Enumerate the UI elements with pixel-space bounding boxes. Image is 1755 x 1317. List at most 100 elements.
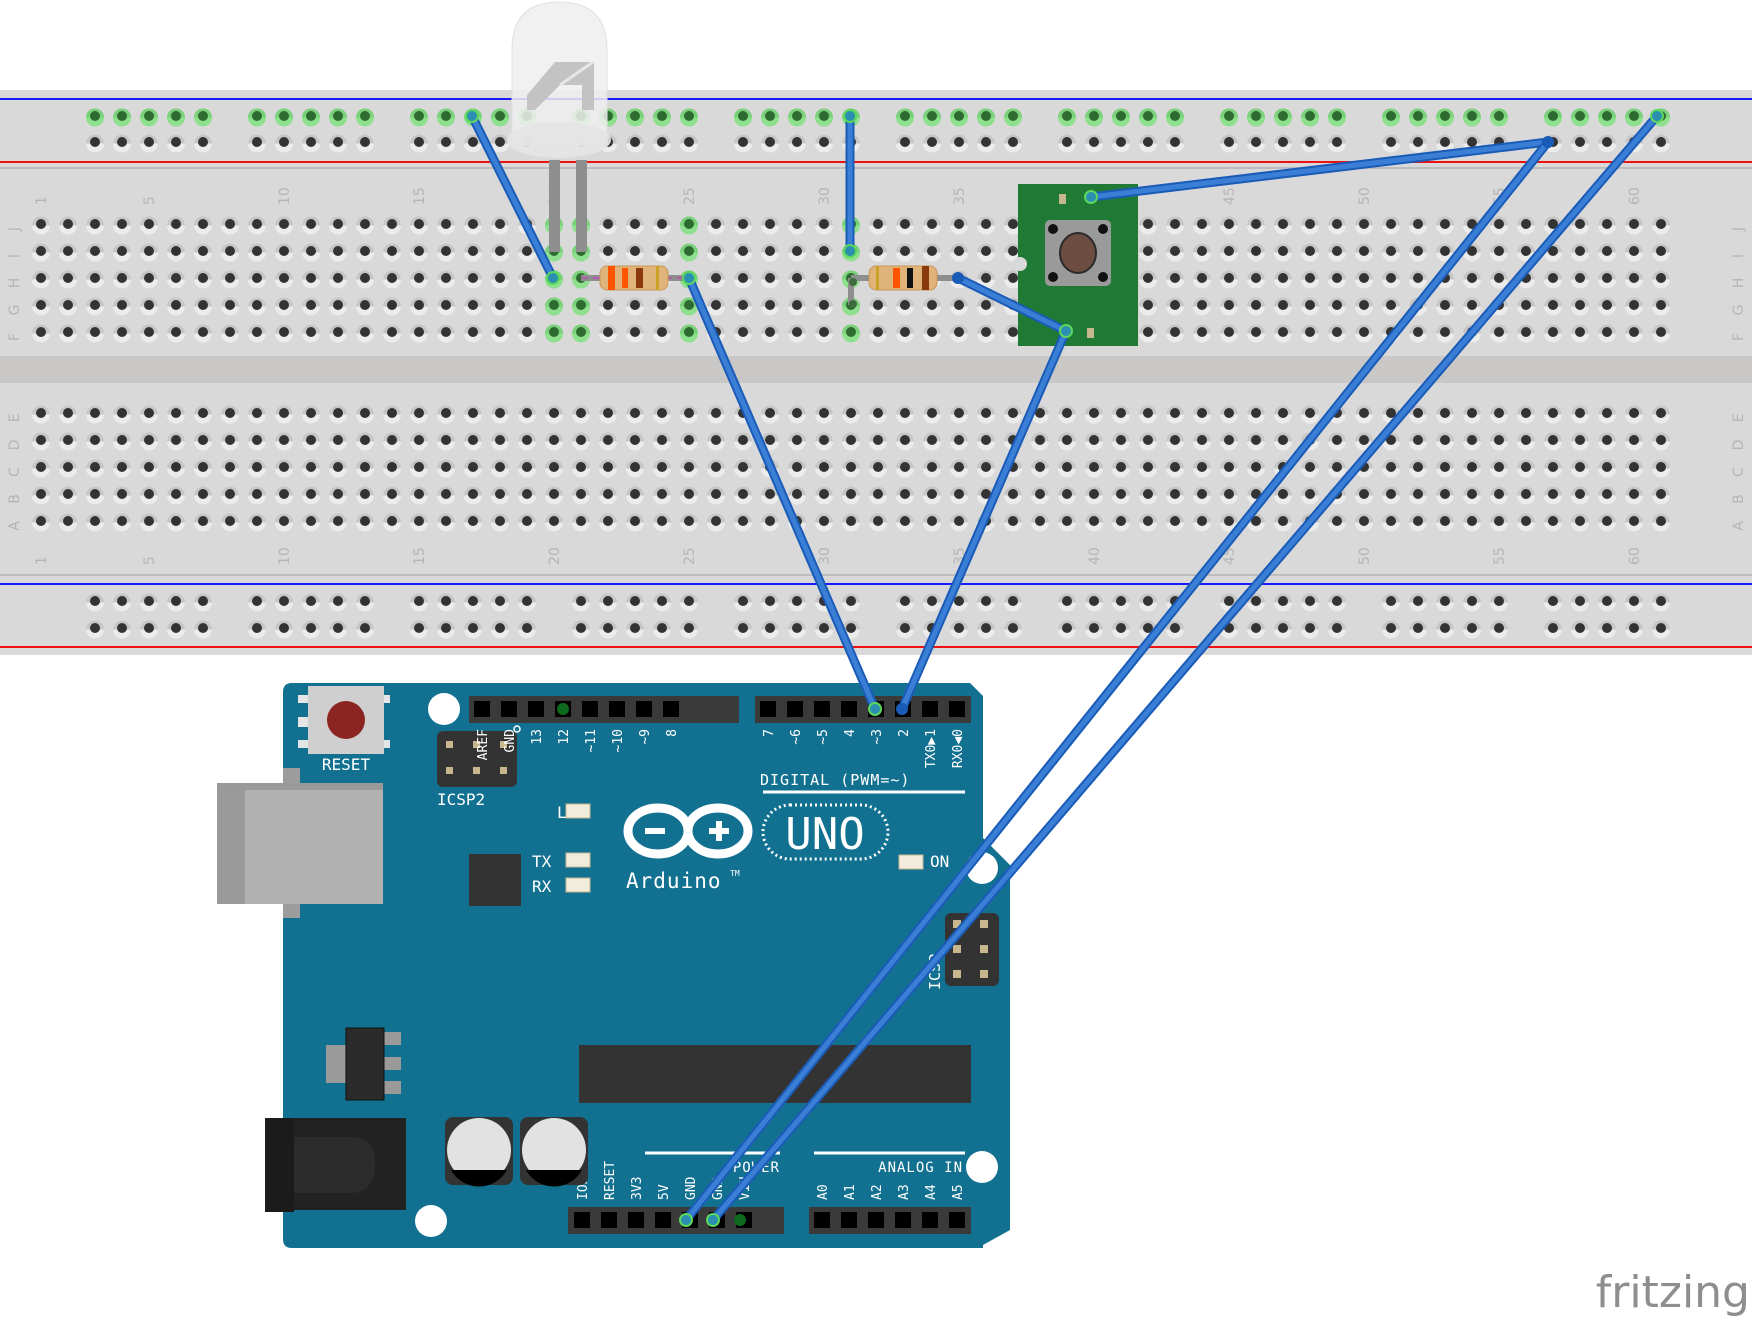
voltage-regulator	[345, 1027, 385, 1101]
resistor-body	[868, 265, 938, 291]
pin-label: ~6	[789, 729, 804, 745]
wire-endpoint[interactable]	[1650, 109, 1664, 123]
wire-endpoint[interactable]	[706, 1213, 720, 1227]
header-pin[interactable]	[655, 1212, 671, 1228]
header-pin[interactable]	[922, 701, 938, 717]
pin-label: 12	[557, 729, 572, 745]
row-label: D	[7, 440, 23, 451]
led-on-label: ON	[930, 852, 949, 871]
pin-label: A0	[816, 1184, 831, 1200]
column-label: 5	[142, 196, 158, 205]
wire-endpoint[interactable]	[896, 703, 908, 715]
pin-label: GND	[503, 729, 518, 753]
header-pin[interactable]	[582, 701, 598, 717]
header-pin[interactable]	[501, 701, 517, 717]
wire-endpoint[interactable]	[682, 271, 696, 285]
analog-header	[809, 1207, 971, 1234]
wire-endpoint[interactable]	[868, 702, 882, 716]
reset-button[interactable]	[327, 701, 365, 739]
led-l-label: L	[557, 803, 567, 822]
led-l	[565, 803, 591, 819]
capacitor	[445, 1117, 513, 1187]
header-pin[interactable]	[609, 701, 625, 717]
header-pin[interactable]	[814, 1212, 830, 1228]
column-label: 20	[547, 547, 563, 565]
header-pin[interactable]	[814, 701, 830, 717]
usb-chip	[469, 854, 521, 906]
column-label: 15	[412, 547, 428, 565]
uno-label: UNO	[785, 809, 864, 860]
led-component[interactable]	[507, 1, 611, 252]
header-pin[interactable]	[922, 1212, 938, 1228]
capacitor	[520, 1117, 588, 1187]
header-pin[interactable]	[601, 1212, 617, 1228]
led-tx-label: TX	[532, 852, 552, 871]
row-label: H	[1731, 278, 1747, 289]
trademark: TM	[730, 869, 740, 878]
atmega-chip	[579, 1045, 971, 1103]
header-pin[interactable]	[841, 701, 857, 717]
wire-endpoint[interactable]	[843, 244, 857, 258]
header-pin[interactable]	[628, 1212, 644, 1228]
header-pin[interactable]	[868, 1212, 884, 1228]
icsp2-header	[437, 725, 521, 787]
arduino-logo	[623, 803, 890, 861]
pin-label: 8	[665, 729, 680, 737]
wire-bendpoint[interactable]	[1542, 136, 1554, 148]
wire-endpoint[interactable]	[1084, 190, 1098, 204]
row-label: B	[7, 494, 23, 504]
header-pin[interactable]	[636, 701, 652, 717]
header-pin[interactable]	[574, 1212, 590, 1228]
header-pin[interactable]	[760, 701, 776, 717]
mounting-hole	[966, 1151, 998, 1183]
pin-label: ~10	[611, 729, 626, 752]
pin-label: ~5	[816, 729, 831, 745]
column-label: 40	[1087, 547, 1103, 565]
column-label: 25	[682, 187, 698, 205]
row-label: I	[1731, 254, 1747, 258]
led-rim	[507, 122, 611, 158]
column-label: 30	[817, 547, 833, 565]
header-pin[interactable]	[528, 701, 544, 717]
row-label: I	[7, 254, 23, 258]
row-label: F	[7, 333, 23, 341]
header-pin[interactable]	[787, 701, 803, 717]
resistor-button[interactable]	[848, 265, 959, 308]
resistor-led[interactable]	[581, 265, 689, 291]
pushbutton-cap[interactable]	[1059, 232, 1097, 274]
column-label: 1	[34, 556, 50, 565]
header-pin[interactable]	[949, 1212, 965, 1228]
header-pin[interactable]	[895, 1212, 911, 1228]
fritzing-logo: fritzing	[1596, 1267, 1750, 1317]
wire-endpoint[interactable]	[1059, 324, 1073, 338]
led-rx-label: RX	[532, 877, 552, 896]
row-label: A	[1731, 521, 1747, 531]
pin-label: 13	[530, 729, 545, 745]
header-pin[interactable]	[663, 701, 679, 717]
row-label: A	[7, 521, 23, 531]
wire-endpoint[interactable]	[843, 109, 857, 123]
wire-endpoint[interactable]	[465, 109, 479, 123]
row-label: D	[1731, 440, 1747, 451]
wire-endpoint[interactable]	[952, 272, 964, 284]
mounting-hole	[415, 1205, 447, 1237]
header-pin[interactable]	[474, 701, 490, 717]
header-pin[interactable]	[949, 701, 965, 717]
breadboard[interactable]: 1155101015152020252530303535404045455050…	[0, 90, 1752, 655]
arduino-pcb	[283, 683, 1010, 1248]
pin-label: 5V	[657, 1184, 672, 1200]
header-pin[interactable]	[841, 1212, 857, 1228]
column-label: 45	[1222, 187, 1238, 205]
column-label: 5	[142, 556, 158, 565]
pin-label: ~9	[638, 729, 653, 745]
wire-endpoint[interactable]	[679, 1213, 693, 1227]
wires[interactable]	[465, 109, 1664, 1227]
column-label: 50	[1357, 187, 1373, 205]
column-label: 55	[1492, 547, 1508, 565]
pin-label: 7	[762, 729, 777, 737]
row-label: E	[1731, 414, 1747, 423]
wire-endpoint[interactable]	[546, 271, 560, 285]
pushbutton-component[interactable]	[1013, 184, 1138, 346]
